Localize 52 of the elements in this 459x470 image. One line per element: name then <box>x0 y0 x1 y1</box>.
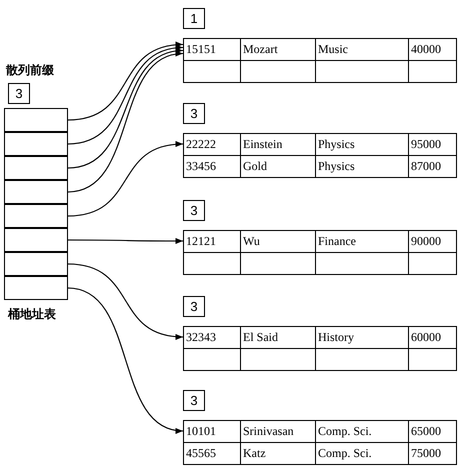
local-depth-box: 1 <box>183 8 205 29</box>
record-field: 12121 <box>184 230 240 252</box>
record-field: Comp. Sci. <box>316 442 408 464</box>
arrow <box>68 45 184 145</box>
local-depth-box: 3 <box>183 390 205 411</box>
record-field: 10101 <box>184 420 240 442</box>
record-field: 15151 <box>184 38 240 60</box>
record-field: Srinivasan <box>240 420 316 442</box>
record-field: Einstein <box>240 134 316 156</box>
record-field: Music <box>316 38 408 60</box>
record-field: 32343 <box>184 326 240 348</box>
record-field: 60000 <box>408 326 456 348</box>
record-field: 40000 <box>408 38 456 60</box>
table-caption: 桶地址表 <box>8 306 56 323</box>
record-field: Comp. Sci. <box>316 420 408 442</box>
arrow <box>68 287 184 433</box>
pointer-slot <box>4 252 68 276</box>
heading-label: 散列前缀 <box>6 62 54 79</box>
record-field: Physics <box>316 134 408 156</box>
pointer-slot <box>4 276 68 300</box>
record-field: 65000 <box>408 420 456 442</box>
pointer-slot <box>4 228 68 252</box>
arrow <box>68 52 184 193</box>
pointer-slot <box>4 108 68 132</box>
local-depth-box: 3 <box>183 200 205 221</box>
record-field: Physics <box>316 156 408 178</box>
record-field: Katz <box>240 442 316 464</box>
record-field: Finance <box>316 230 408 252</box>
arrow <box>68 263 184 340</box>
record-field: Mozart <box>240 38 316 60</box>
pointer-slot <box>4 180 68 204</box>
record-field: El Said <box>240 326 316 348</box>
arrow <box>68 238 183 244</box>
pointer-slot <box>4 132 68 156</box>
global-depth-box: 3 <box>8 83 30 104</box>
pointer-slot <box>4 204 68 228</box>
record-field: History <box>316 326 408 348</box>
record-field: 95000 <box>408 134 456 156</box>
local-depth-box: 3 <box>183 103 205 124</box>
pointer-slot <box>4 156 68 180</box>
record-field: 33456 <box>184 156 240 178</box>
record-field: Gold <box>240 156 316 178</box>
arrow <box>68 48 184 169</box>
record-field: 75000 <box>408 442 456 464</box>
arrow <box>68 142 184 217</box>
arrow <box>68 42 184 121</box>
record-field: 22222 <box>184 134 240 156</box>
local-depth-box: 3 <box>183 296 205 317</box>
record-field: 45565 <box>184 442 240 464</box>
record-field: 87000 <box>408 156 456 178</box>
record-field: 90000 <box>408 230 456 252</box>
record-field: Wu <box>240 230 316 252</box>
